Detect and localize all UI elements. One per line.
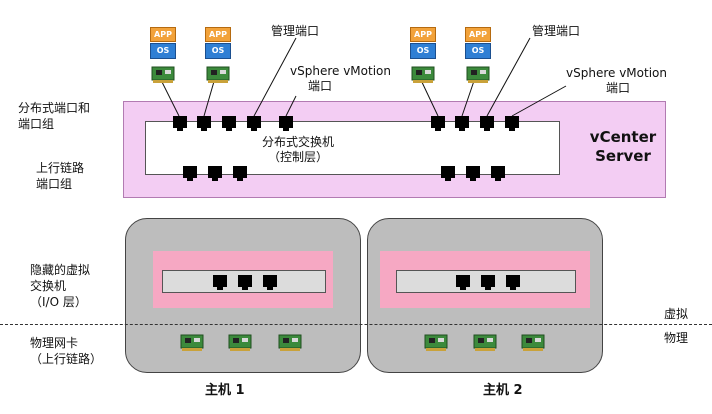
physical-nic-label: 物理网卡 （上行链路） <box>30 335 102 367</box>
dvport-icon <box>505 116 519 131</box>
virtual-nic-icon <box>466 66 490 83</box>
os-icon: OS <box>205 43 231 59</box>
distributed-port-group-label: 分布式端口和 端口组 <box>18 100 90 132</box>
dvport-icon <box>222 116 236 131</box>
host-port-icon <box>213 275 227 290</box>
vmotion-left-line1: vSphere vMotion <box>290 64 391 78</box>
hidden-vswitch-line2: 交换机 <box>30 279 67 293</box>
virtual-layer-label: 虚拟 <box>664 307 689 321</box>
os-icon: OS <box>150 43 176 59</box>
distributed-switch-title: 分布式交换机 <box>262 135 335 149</box>
hidden-vswitch-line1: 隐藏的虚拟 <box>30 263 91 277</box>
app-icon: APP <box>465 27 491 42</box>
app-icon: APP <box>410 27 436 42</box>
vcenter-label-line2: Server <box>595 147 651 165</box>
uplink-port-group-label: 上行链路 端口组 <box>36 160 84 192</box>
management-port-label-right: 管理端口 <box>532 24 581 38</box>
physical-nic-icon <box>180 334 204 351</box>
distributed-port-group-line1: 分布式端口和 <box>18 101 91 115</box>
dvport-icon <box>455 116 469 131</box>
dvport-icon <box>247 116 261 131</box>
host-port-icon <box>456 275 470 290</box>
vm-icon: APP OS <box>465 27 491 61</box>
vmotion-right-line1: vSphere vMotion <box>566 66 667 80</box>
os-icon: OS <box>465 43 491 59</box>
vm-icon: APP OS <box>150 27 176 61</box>
host-port-icon <box>506 275 520 290</box>
os-icon: OS <box>410 43 436 59</box>
vm-icon: APP OS <box>410 27 436 61</box>
physical-nic-line2: （上行链路） <box>30 352 103 366</box>
uplink-port-icon <box>466 166 480 181</box>
host-port-icon <box>481 275 495 290</box>
virtual-nic-icon <box>411 66 435 83</box>
dvport-icon <box>480 116 494 131</box>
host-port-icon <box>238 275 252 290</box>
dvport-icon <box>197 116 211 131</box>
vmotion-left-line2: 端口 <box>308 79 333 93</box>
host-2-label: 主机 2 <box>483 383 523 398</box>
virtual-nic-icon <box>151 66 175 83</box>
uplink-port-icon <box>233 166 247 181</box>
distributed-switch-subtitle: （控制层） <box>268 150 329 164</box>
app-icon: APP <box>150 27 176 42</box>
dvport-icon <box>173 116 187 131</box>
vcenter-server-label: vCenter Server <box>586 128 660 166</box>
physical-nic-icon <box>278 334 302 351</box>
dvport-icon <box>431 116 445 131</box>
physical-nic-icon <box>521 334 545 351</box>
vmotion-port-label-left: vSphere vMotion 端口 <box>290 64 391 94</box>
hidden-vswitch-label: 隐藏的虚拟 交换机 （I/O 层） <box>30 262 90 310</box>
uplink-port-group-line2: 端口组 <box>36 177 73 191</box>
uplink-port-icon <box>441 166 455 181</box>
physical-nic-icon <box>424 334 448 351</box>
vcenter-label-line1: vCenter <box>589 128 657 146</box>
uplink-port-group-line1: 上行链路 <box>36 161 85 175</box>
hidden-vswitch-line3: （I/O 层） <box>30 295 87 309</box>
distributed-port-group-line2: 端口组 <box>18 117 55 131</box>
host-port-icon <box>263 275 277 290</box>
virtual-physical-divider <box>0 324 712 325</box>
vmotion-port-label-right: vSphere vMotion 端口 <box>566 66 667 96</box>
physical-nic-icon <box>473 334 497 351</box>
management-port-label-left: 管理端口 <box>271 24 320 38</box>
host-1-label: 主机 1 <box>205 383 245 398</box>
uplink-port-icon <box>208 166 222 181</box>
uplink-port-icon <box>183 166 197 181</box>
vm-icon: APP OS <box>205 27 231 61</box>
physical-nic-line1: 物理网卡 <box>30 336 79 350</box>
dvport-icon <box>279 116 293 131</box>
virtual-nic-icon <box>206 66 230 83</box>
physical-nic-icon <box>228 334 252 351</box>
app-icon: APP <box>205 27 231 42</box>
physical-layer-label: 物理 <box>664 331 689 345</box>
vmotion-right-line2: 端口 <box>606 81 631 95</box>
uplink-port-icon <box>491 166 505 181</box>
